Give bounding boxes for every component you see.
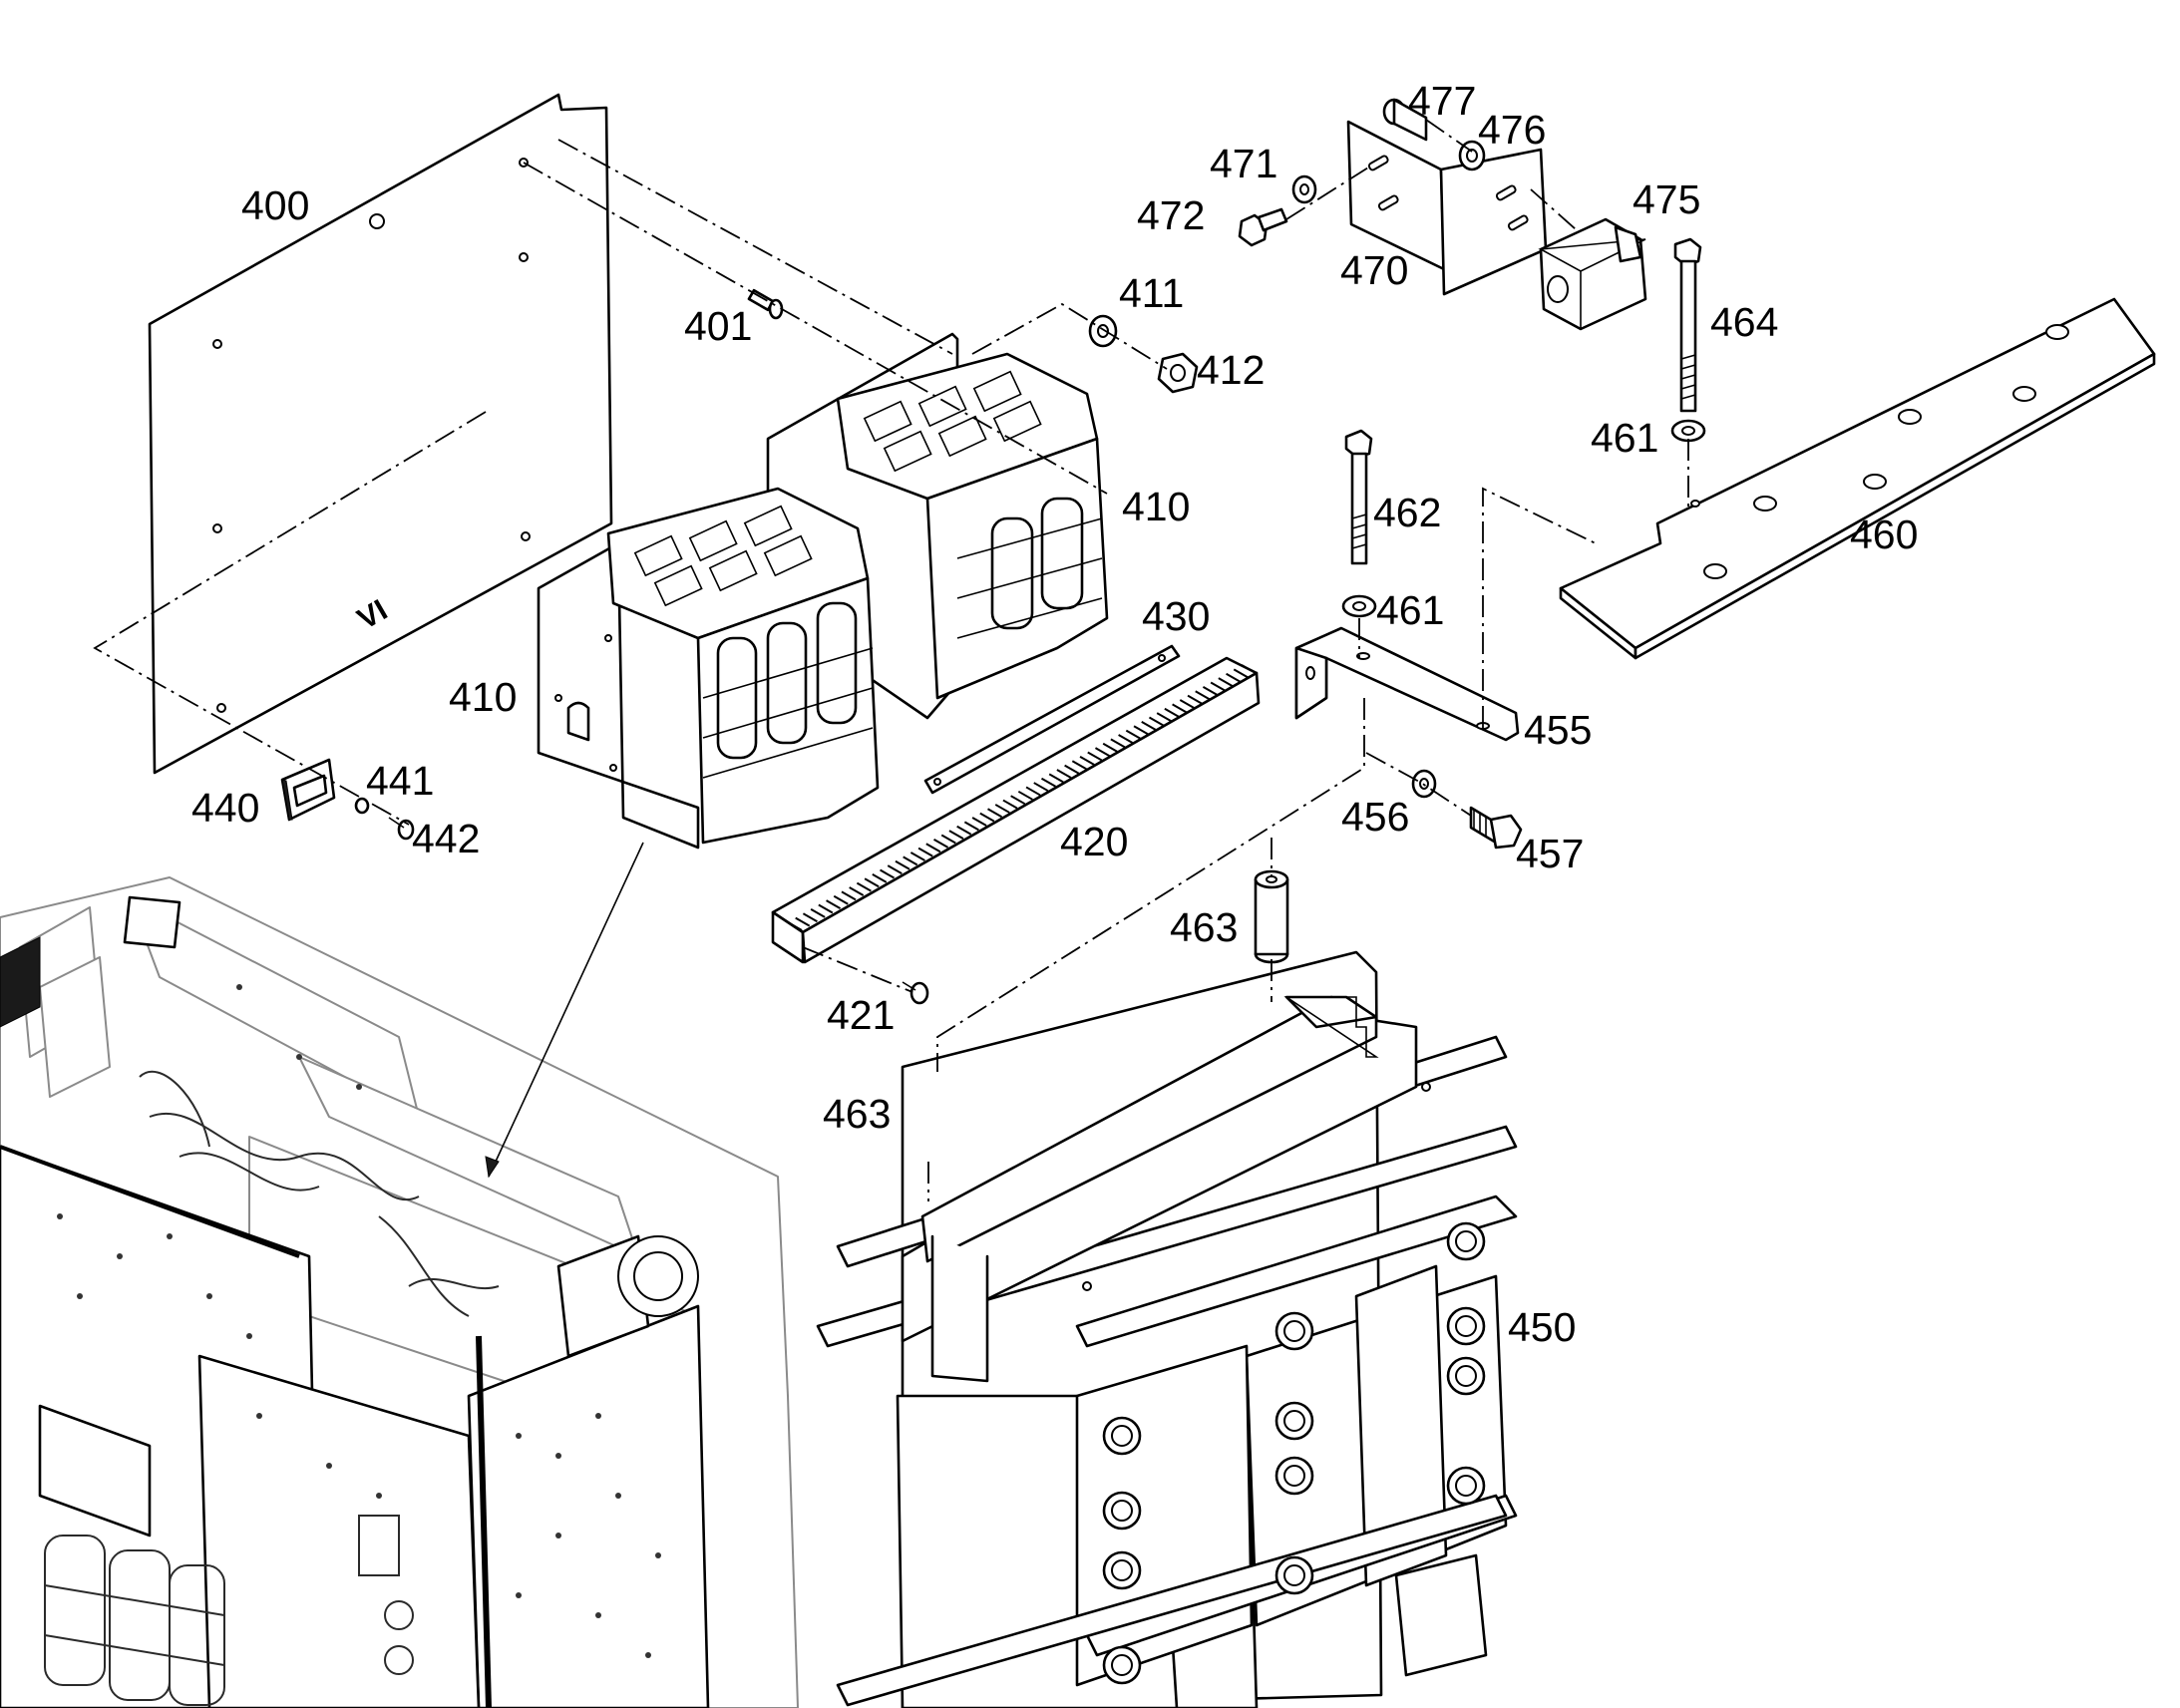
washer-461-upper [1670,419,1706,443]
spacer-463-upper [1254,869,1289,964]
callout-477: 477 [1408,78,1476,124]
leader-lines [485,842,644,1179]
callout-456: 456 [1341,794,1409,840]
callout-410-right: 410 [1122,484,1190,529]
bolt-464 [1673,237,1702,413]
callout-460: 460 [1850,512,1918,557]
callout-471: 471 [1210,141,1277,186]
callout-421: 421 [827,992,895,1038]
washer-411 [1088,314,1118,348]
assembly-centerlines [93,119,1689,1201]
callout-463-lower: 463 [823,1091,891,1137]
cabinet-assembly [0,876,799,1708]
callout-475: 475 [1633,176,1700,222]
busbar-460 [1559,297,2156,660]
bracket-455 [1294,626,1520,742]
callout-476: 476 [1478,107,1546,153]
callout-410-left: 410 [449,674,517,720]
terminal-rail-420 [771,656,1261,964]
callout-430: 430 [1142,593,1210,639]
callout-411: 411 [1119,270,1184,316]
screw-421 [902,981,929,1005]
callout-401: 401 [684,303,752,349]
callout-455: 455 [1524,707,1592,753]
transformer-450 [816,950,1518,1708]
callout-457: 457 [1516,831,1584,876]
screw-457 [1469,806,1523,850]
screw-442 [388,817,415,841]
screw-477 [1382,98,1428,142]
block-475 [1538,217,1647,331]
screw-401 [747,288,784,320]
callout-461-lower: 461 [1376,587,1444,633]
callout-463-upper: 463 [1170,904,1238,950]
callout-420: 420 [1060,819,1128,864]
washer-471 [1291,174,1317,204]
front-panel-400: VI [148,93,613,775]
callout-442: 442 [412,816,480,861]
callout-450: 450 [1508,1304,1576,1350]
callout-464: 464 [1710,299,1778,345]
callout-472: 472 [1137,192,1205,238]
callout-462: 462 [1373,490,1441,535]
callout-412: 412 [1197,347,1265,393]
bolt-462 [1344,429,1373,565]
callout-461-upper: 461 [1591,415,1658,461]
bracket-470 [1346,120,1548,296]
nut-412 [1157,352,1199,394]
callout-400: 400 [241,182,309,228]
washer-461-lower [1341,594,1377,618]
callout-440: 440 [191,785,259,831]
module-410-front [537,487,880,850]
washer-441 [354,797,370,815]
callout-labels: 400 401 410 410 411 412 420 421 430 440 … [191,78,1918,1350]
washer-476 [1458,140,1486,171]
screw-472 [1238,207,1288,247]
strip-430 [923,644,1181,795]
callout-441: 441 [366,758,434,804]
callout-470: 470 [1340,247,1408,293]
